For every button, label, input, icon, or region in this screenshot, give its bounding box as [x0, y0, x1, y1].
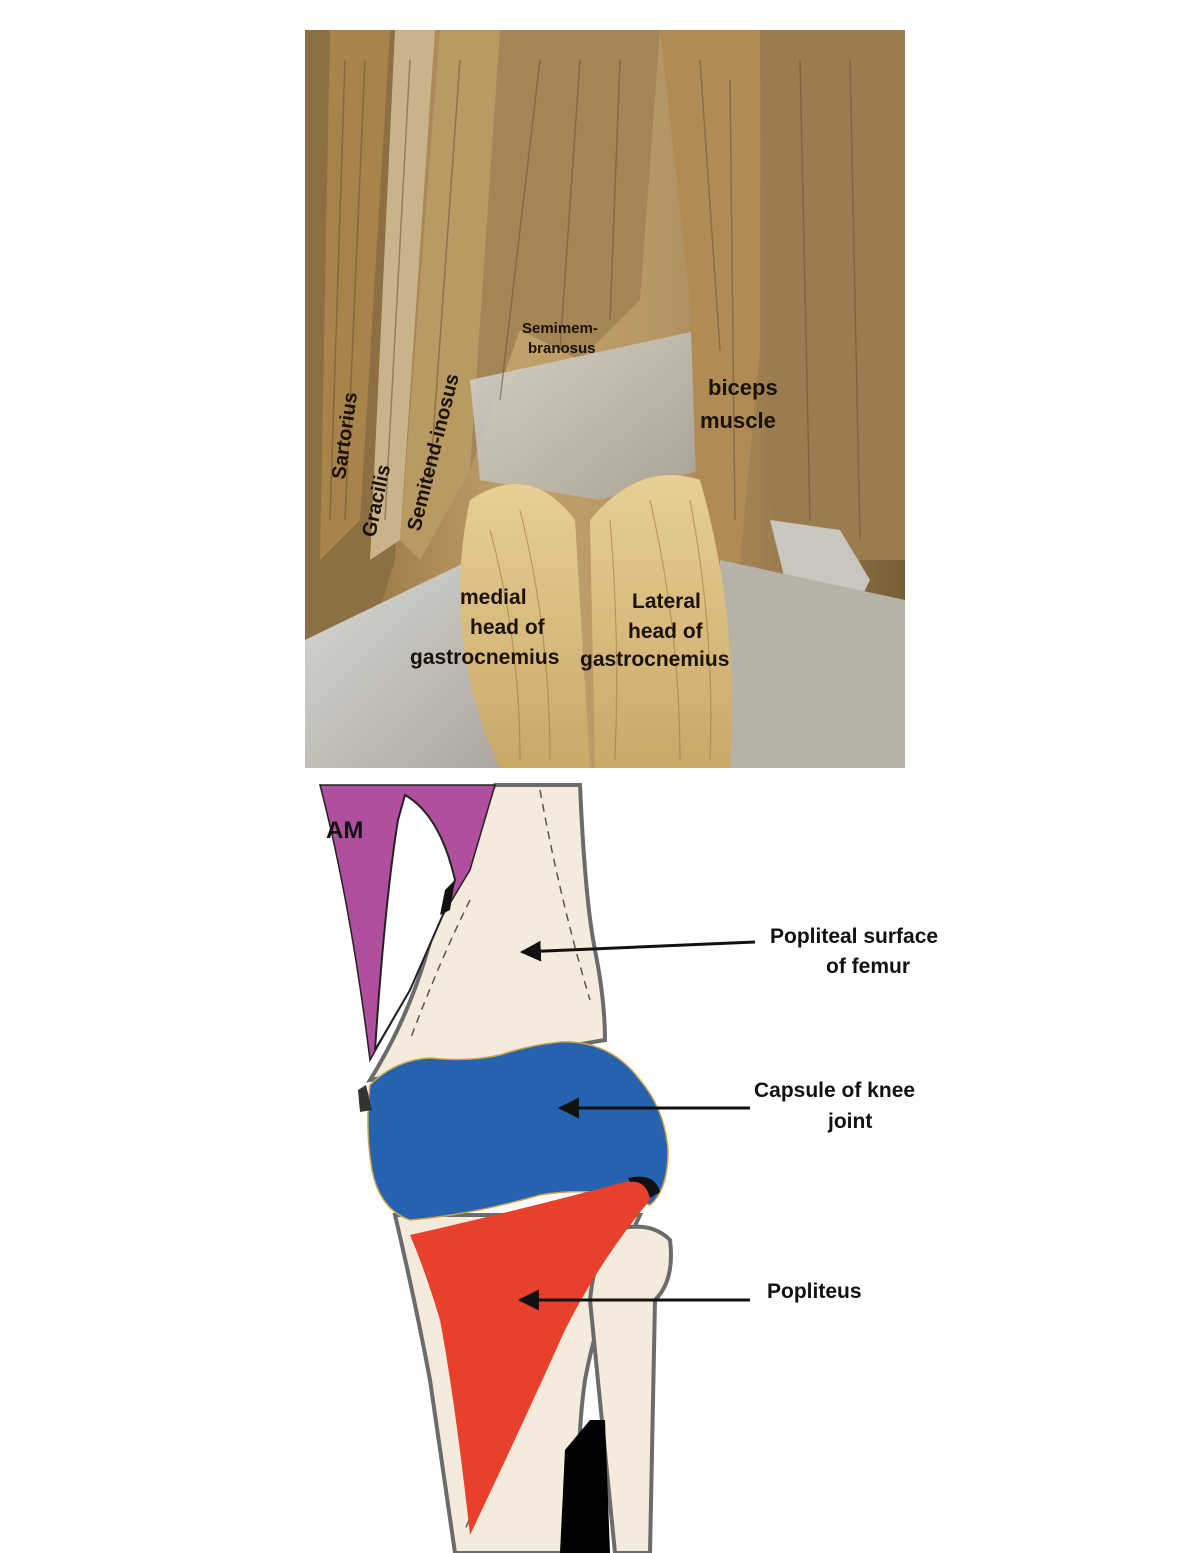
label-medial-head-line3: gastrocnemius [410, 646, 559, 669]
label-medial-head-line1: medial [460, 586, 527, 609]
dashed-line-femur-medial [409, 899, 471, 1041]
label-biceps-line2: muscle [700, 408, 776, 433]
knee-capsule [367, 1041, 669, 1221]
popliteus-tendon-shadow [628, 1176, 660, 1198]
label-popliteal-surface-line2: of femur [826, 955, 910, 978]
medial-epicondyle-mark [358, 1085, 372, 1112]
label-semimembranosus-line2: branosus [528, 340, 596, 357]
label-adductor-magnus: AM [326, 817, 363, 844]
arrow-popliteal-surface [519, 940, 756, 962]
dissection-photo [305, 30, 905, 768]
label-lateral-head-line1: Lateral [632, 590, 701, 613]
label-lateral-head-line2: head of [628, 620, 704, 643]
label-medial-head-line2: head of [470, 616, 546, 639]
label-lateral-head-line3: gastrocnemius [580, 648, 729, 671]
label-capsule-line2: joint [827, 1110, 872, 1133]
label-semimembranosus-line1: Semimem- [522, 320, 598, 337]
popliteus-muscle [410, 1178, 654, 1535]
adductor-hiatus [374, 793, 457, 1051]
label-popliteal-surface-line1: Popliteal surface [770, 925, 938, 948]
label-capsule-line1: Capsule of knee [754, 1079, 915, 1102]
label-biceps-line1: biceps [708, 375, 778, 400]
hiatus-shadow [440, 880, 455, 915]
interosseous-gap [560, 1420, 610, 1553]
label-popliteus: Popliteus [767, 1280, 862, 1303]
knee-diagram: AM Popliteal surface of femur Capsule of… [319, 783, 938, 1553]
